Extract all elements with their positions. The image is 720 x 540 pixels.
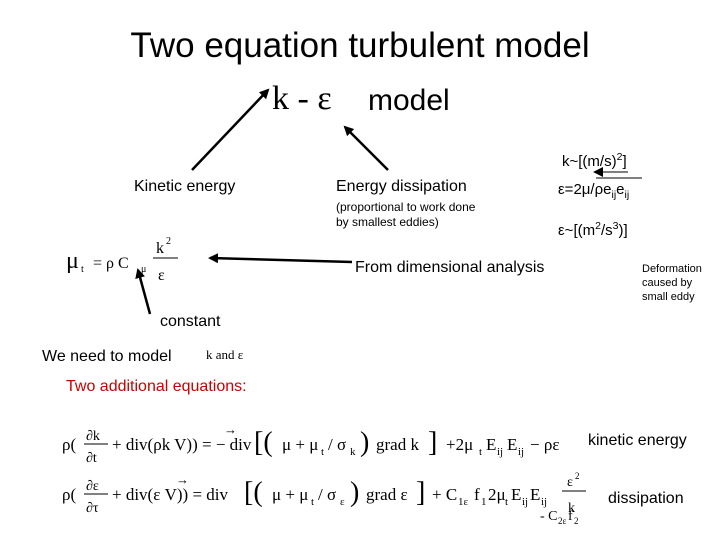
k-transport-equation: ρ( ∂k ∂t + div(ρk V)) = − div → [( μ + μ… bbox=[62, 422, 559, 466]
svg-text:t: t bbox=[505, 496, 508, 508]
svg-text:+ div(ε V)) = div: + div(ε V)) = div bbox=[112, 485, 229, 504]
kinetic-energy-label: Kinetic energy bbox=[134, 178, 236, 195]
viscosity-formula: μ t = ρ C μ k 2 ε bbox=[66, 236, 178, 284]
svg-text:): ) bbox=[350, 477, 359, 508]
svg-text:2ε: 2ε bbox=[558, 516, 567, 526]
svg-text:k: k bbox=[350, 446, 356, 458]
formula-denominator-epsilon: ε bbox=[158, 267, 165, 284]
energy-dissipation-label: Energy dissipation bbox=[336, 178, 467, 195]
svg-text:1: 1 bbox=[481, 496, 487, 508]
svg-text:t: t bbox=[479, 446, 482, 458]
svg-text:− ρε: − ρε bbox=[530, 435, 559, 454]
svg-text:]: ] bbox=[428, 427, 437, 458]
formula-numerator-k: k bbox=[156, 240, 164, 257]
arrow-constant-to-cmu bbox=[135, 268, 152, 315]
svg-text:ρ(: ρ( bbox=[62, 435, 76, 454]
arrow-dissipation-to-epsilon bbox=[343, 125, 389, 171]
dimensional-analysis-label: From dimensional analysis bbox=[355, 259, 545, 276]
svg-text:1ε: 1ε bbox=[458, 496, 469, 508]
svg-text:- C: - C bbox=[540, 509, 558, 524]
formula-numerator-sup: 2 bbox=[166, 236, 171, 247]
svg-text:]: ] bbox=[416, 477, 425, 508]
svg-text:[(: [( bbox=[244, 477, 263, 508]
svg-text:μ + μ: μ + μ bbox=[282, 435, 318, 454]
svg-text:/ σ: / σ bbox=[328, 435, 346, 454]
dissipation-equation-label: dissipation bbox=[608, 490, 684, 507]
svg-text:∂τ: ∂τ bbox=[86, 501, 99, 516]
svg-text:E: E bbox=[530, 485, 540, 504]
svg-text:ε: ε bbox=[567, 475, 573, 490]
svg-text:2μ: 2μ bbox=[488, 485, 506, 504]
svg-text:+ div(ρk V)) = − div: + div(ρk V)) = − div bbox=[112, 435, 252, 454]
dissipation-note-line1: (proportional to work done bbox=[336, 200, 476, 214]
svg-text:t: t bbox=[321, 446, 324, 458]
svg-text:t: t bbox=[311, 496, 314, 508]
svg-text:2: 2 bbox=[574, 516, 579, 526]
svg-text:ε: ε bbox=[340, 496, 345, 508]
svg-text:+2μ: +2μ bbox=[446, 435, 473, 454]
svg-text:/ σ: / σ bbox=[318, 485, 336, 504]
svg-text:grad k: grad k bbox=[376, 435, 419, 454]
deformation-note: Deformation caused by small eddy bbox=[642, 263, 702, 303]
svg-text:→: → bbox=[224, 422, 237, 437]
svg-text:+ C: + C bbox=[432, 485, 457, 504]
svg-text:ρ(: ρ( bbox=[62, 485, 76, 504]
svg-text:∂k: ∂k bbox=[86, 429, 100, 444]
svg-text:E: E bbox=[511, 485, 521, 504]
svg-text:∂t: ∂t bbox=[86, 451, 97, 466]
mu-t-subscript: t bbox=[81, 264, 84, 275]
svg-text:μ + μ: μ + μ bbox=[272, 485, 308, 504]
epsilon-equation-tail: - C 2ε f 2 ε 2 k bbox=[540, 471, 586, 526]
k-and-epsilon-label: k and ε bbox=[206, 347, 244, 362]
svg-text:[(: [( bbox=[254, 427, 273, 458]
epsilon-units: ε~[(m2/s3)] bbox=[558, 220, 628, 239]
epsilon-definition: ε=2μ/ρeijeij bbox=[558, 181, 630, 201]
dissipation-note-line2: by smallest eddies) bbox=[336, 215, 439, 229]
svg-text:ij: ij bbox=[518, 446, 524, 458]
rho-c-mu: = ρ C bbox=[93, 255, 129, 272]
svg-text:2: 2 bbox=[575, 471, 580, 481]
slide-title: Two equation turbulent model bbox=[130, 26, 590, 65]
svg-text:): ) bbox=[360, 427, 369, 458]
mu-t-symbol: μ bbox=[66, 248, 79, 274]
kinetic-energy-equation-label: kinetic energy bbox=[588, 432, 687, 449]
svg-text:f: f bbox=[474, 485, 480, 504]
svg-text:E: E bbox=[507, 435, 517, 454]
model-word: model bbox=[368, 84, 450, 117]
svg-text:∂ε: ∂ε bbox=[86, 479, 99, 494]
svg-text:ij: ij bbox=[522, 496, 528, 508]
k-units: k~[(m/s)2] bbox=[562, 151, 627, 170]
constant-label: constant bbox=[160, 313, 221, 330]
k-epsilon-symbol: k - ε bbox=[272, 80, 332, 117]
svg-text:grad ε: grad ε bbox=[366, 485, 408, 504]
c-mu-subscript: μ bbox=[141, 264, 146, 275]
epsilon-transport-equation: ρ( ∂ε ∂τ + div(ε V)) = div → [( μ + μ t … bbox=[62, 472, 547, 516]
svg-text:f: f bbox=[568, 509, 573, 524]
need-to-model-label: We need to model bbox=[42, 348, 172, 365]
svg-text:E: E bbox=[486, 435, 496, 454]
svg-text:ij: ij bbox=[497, 446, 503, 458]
svg-text:→: → bbox=[176, 472, 189, 487]
svg-text:ij: ij bbox=[541, 496, 547, 508]
arrow-dimensional-to-formula bbox=[208, 253, 353, 264]
two-additional-equations-label: Two additional equations: bbox=[66, 378, 247, 395]
svg-text:k: k bbox=[568, 501, 575, 516]
arrow-kinetic-to-k bbox=[191, 88, 270, 171]
